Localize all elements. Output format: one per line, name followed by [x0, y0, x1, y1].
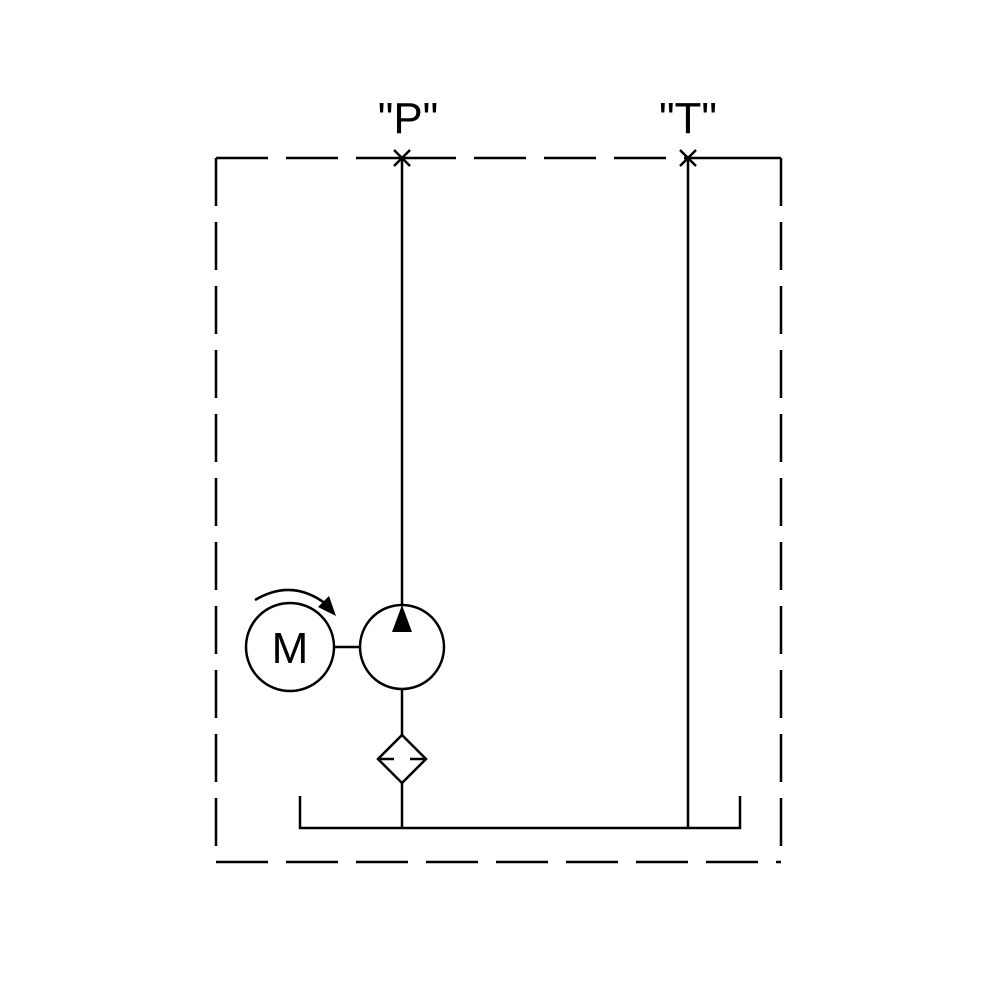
pump-direction-triangle: [392, 605, 412, 632]
pump-symbol: [358, 603, 446, 691]
reservoir-outline: [298, 796, 742, 830]
port-p-label: "P": [378, 94, 439, 143]
motor-label: M: [272, 624, 309, 673]
electric-motor-symbol: M: [244, 588, 336, 693]
reservoir-tank: [298, 796, 742, 830]
motor-circle: [244, 601, 336, 693]
filter-symbol: [376, 733, 428, 785]
port-t-label: "T": [659, 94, 717, 143]
enclosure-boundary: [214, 156, 783, 864]
rotation-arrow-head-icon: [318, 596, 336, 616]
rotation-arrow-arc: [254, 588, 327, 605]
filter-diamond: [376, 733, 428, 785]
